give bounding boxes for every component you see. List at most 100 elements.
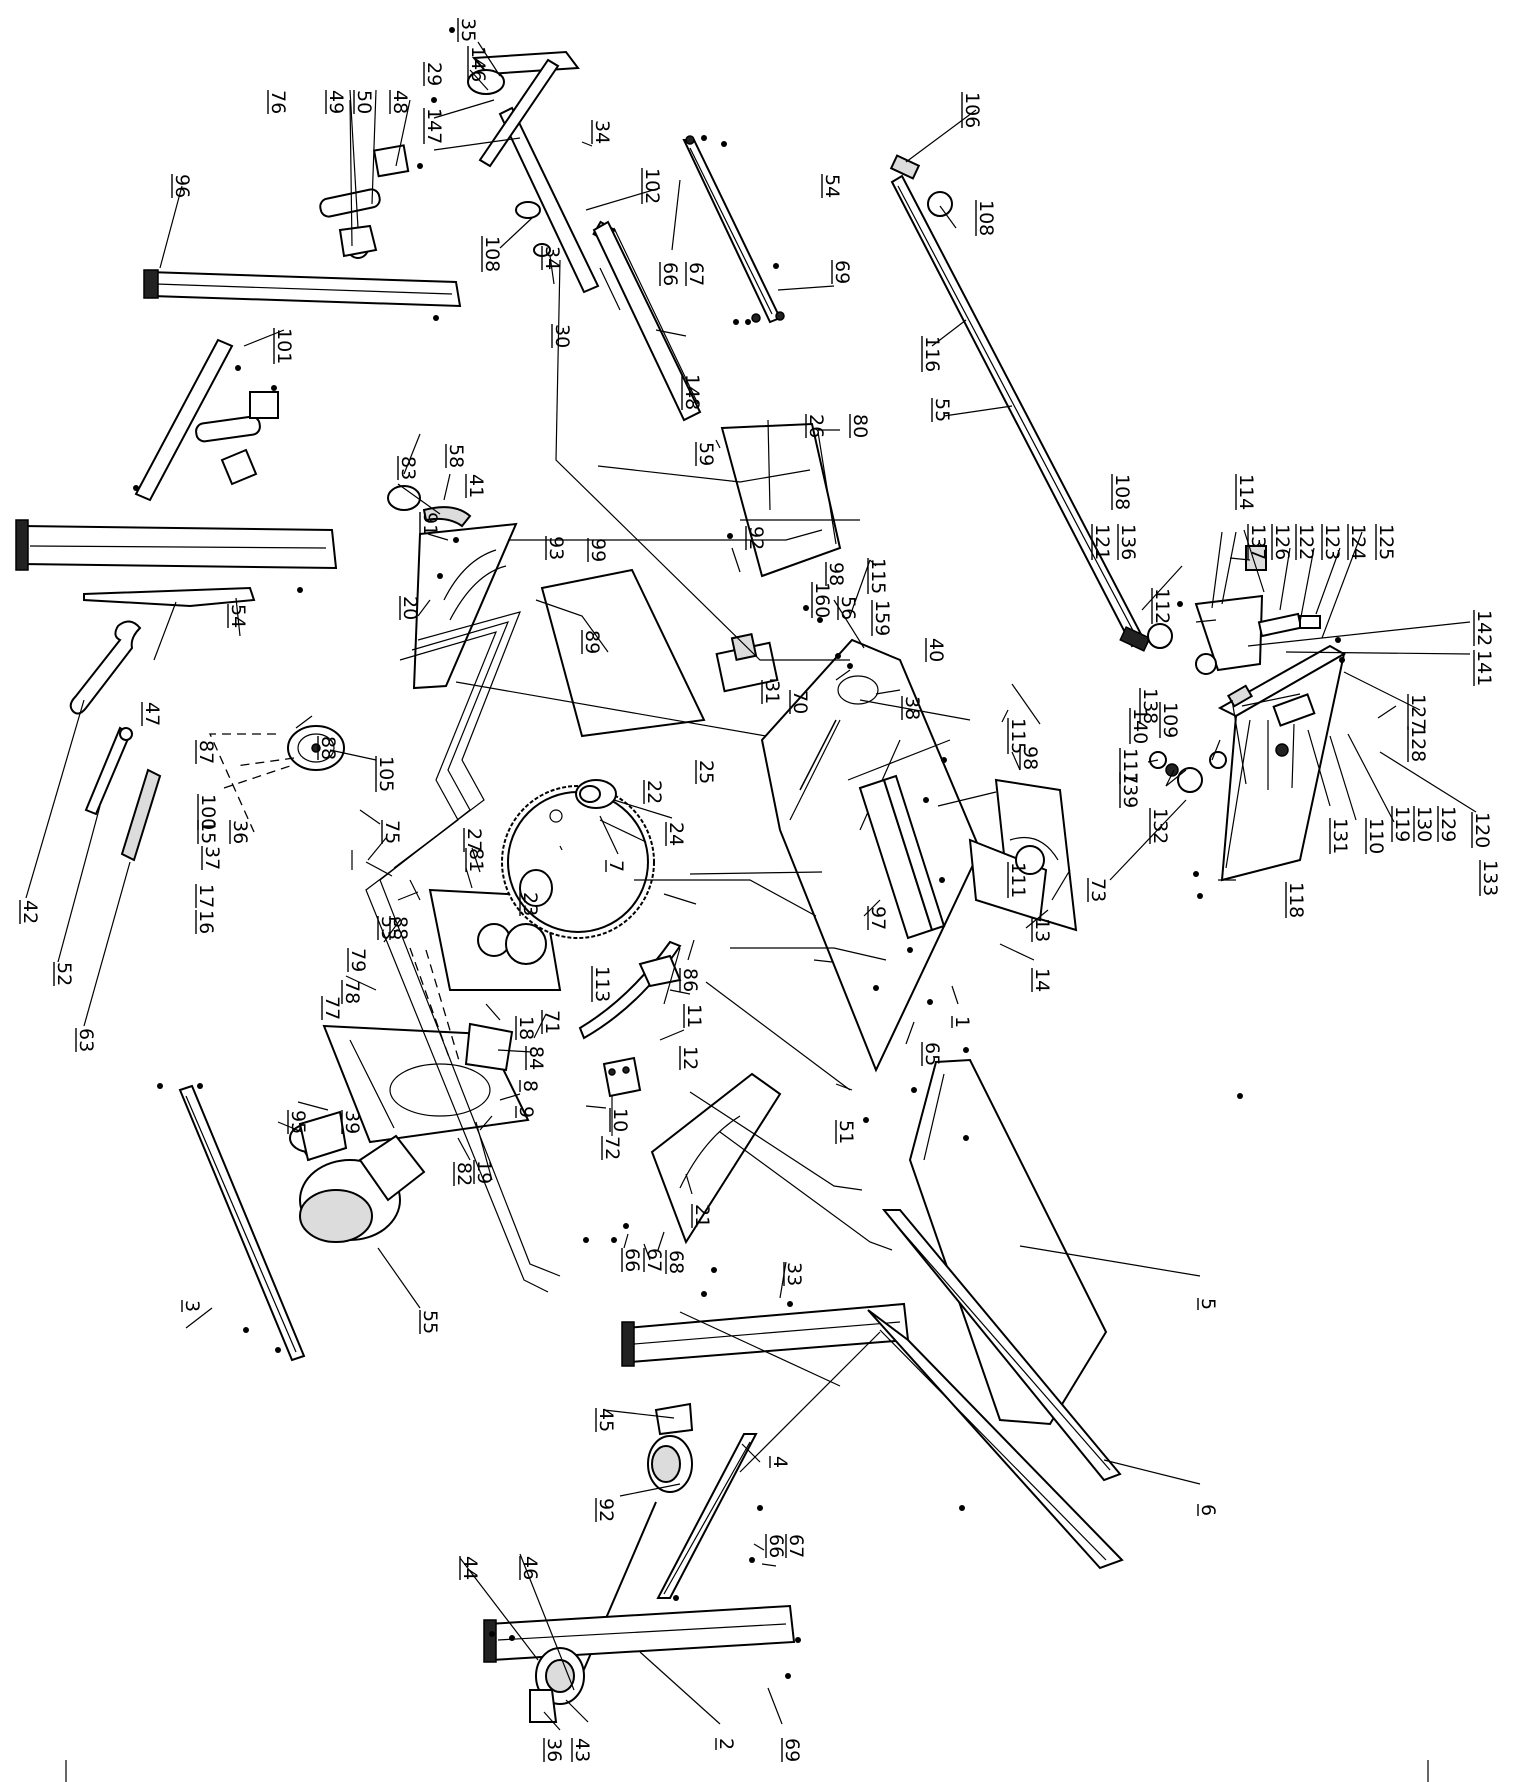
part-number: 141 (1473, 650, 1495, 686)
leg-101 (15, 338, 338, 571)
part-label: 80 (849, 414, 871, 438)
part-label: 15 (197, 820, 219, 844)
part-number: 11 (683, 1004, 705, 1028)
part-label: 13 (1031, 918, 1053, 942)
foot-47 (83, 586, 256, 608)
part-label: 133 (1479, 860, 1501, 896)
part-label: 42 (19, 900, 41, 924)
part-label: 56 (837, 596, 859, 620)
part-label: 127 (1407, 694, 1429, 730)
part-number: 24 (665, 822, 687, 846)
part-number: 97 (867, 906, 889, 930)
part-label: 160 (811, 582, 833, 618)
part-number: 22 (643, 780, 665, 804)
part-label: 66 (765, 1534, 787, 1558)
part-label: 146 (467, 46, 489, 82)
part-number: 55 (931, 398, 953, 422)
part-label: 108 (481, 236, 503, 272)
part-number: 76 (267, 90, 289, 114)
part-number: 148 (681, 374, 703, 410)
part-label: 33 (783, 1262, 805, 1286)
part-number: 132 (1149, 808, 1171, 844)
part-label: 7 (605, 860, 627, 872)
part-number: 67 (685, 262, 707, 286)
part-number: 54 (227, 604, 249, 628)
part-number: 93 (545, 536, 567, 560)
part-label: 99 (587, 538, 609, 562)
part-label: 115 (867, 558, 889, 594)
part-number: 51 (835, 1120, 857, 1144)
part-number: 84 (525, 1046, 547, 1070)
part-label: 130 (1413, 806, 1435, 842)
part-number: 133 (1479, 860, 1501, 896)
part-label: 43 (571, 1738, 593, 1762)
part-label: 24 (665, 822, 687, 846)
cover-26 (720, 422, 842, 578)
part-label: 21 (691, 1204, 713, 1228)
part-number: 38 (901, 696, 923, 720)
part-number: 55 (419, 1310, 441, 1334)
part-number: 1 (951, 1016, 973, 1028)
wrench-42 (69, 620, 142, 715)
miter-bar (682, 135, 785, 324)
part-number: 86 (679, 968, 701, 992)
part-label: 52 (53, 962, 75, 986)
part-label: 37 (201, 846, 223, 870)
blade-guard (968, 778, 1078, 932)
part-label: 159 (871, 600, 893, 636)
part-label: 29 (423, 62, 445, 86)
part-label: 88 (389, 916, 411, 940)
part-label: 88 (317, 736, 339, 760)
riving-knife-12 (578, 940, 682, 1040)
part-label: 26 (805, 414, 827, 438)
part-label: 6 (1197, 1504, 1219, 1516)
part-number: 52 (53, 962, 75, 986)
arbor-wrench-52 (84, 726, 133, 816)
leg-96 (143, 144, 462, 308)
part-label: 79 (347, 948, 369, 972)
part-label: 93 (545, 536, 567, 560)
part-number: 26 (805, 414, 827, 438)
part-number: 71 (541, 1010, 563, 1034)
part-label: 138 (1139, 688, 1161, 724)
part-label: 108 (1111, 474, 1133, 510)
part-number: 160 (811, 582, 833, 618)
part-label: 50 (353, 90, 375, 114)
lock-knob (1149, 751, 1227, 793)
part-number: 69 (781, 1738, 803, 1762)
part-number: 54 (821, 174, 843, 198)
part-label: 55 (931, 398, 953, 422)
part-number: 91 (419, 512, 441, 536)
part-label: 36 (229, 820, 251, 844)
part-number: 12 (679, 1046, 701, 1070)
part-number: 95 (287, 1110, 309, 1134)
leader-lines (25, 41, 1477, 1782)
part-number: 21 (691, 1204, 713, 1228)
part-number: 36 (229, 820, 251, 844)
part-number: 111 (1007, 862, 1029, 898)
part-label: 98 (1019, 746, 1041, 770)
part-label: 102 (641, 168, 663, 204)
part-number: 140 (1129, 708, 1151, 744)
part-number: 63 (75, 1028, 97, 1052)
part-label: 125 (1375, 524, 1397, 560)
part-number: 80 (849, 414, 871, 438)
part-number: 115 (1007, 718, 1029, 754)
fence-head (1217, 644, 1347, 882)
part-number: 110 (1365, 818, 1387, 854)
part-number: 159 (871, 600, 893, 636)
part-label: 76 (267, 90, 289, 114)
part-label: 91 (419, 512, 441, 536)
part-label: 108 (975, 200, 997, 236)
part-number: 78 (341, 980, 363, 1004)
part-number: 68 (665, 1250, 687, 1274)
part-number: 130 (1413, 806, 1435, 842)
extension-table-5 (908, 1058, 1108, 1426)
part-label: 34 (591, 120, 613, 144)
part-label: 66 (659, 262, 681, 286)
part-label: 142 (1473, 610, 1495, 646)
part-number: 23 (519, 892, 541, 916)
part-label: 114 (1235, 474, 1257, 510)
part-label: 25 (695, 760, 717, 784)
